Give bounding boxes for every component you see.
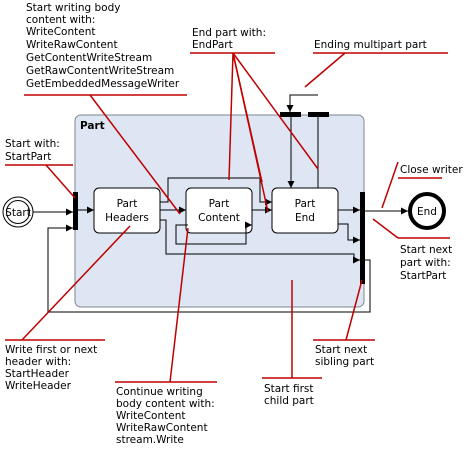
- part-content-label-1: Part: [209, 198, 230, 210]
- annotation-line: StartPart: [5, 151, 51, 163]
- annotation-line: WriteRawContent: [26, 39, 118, 51]
- annotation-line: child part: [264, 395, 314, 407]
- annotation-end-part-with: End part with: EndPart: [192, 27, 266, 51]
- part-end-box: Part End: [271, 187, 339, 234]
- part-end-label-1: Part: [295, 198, 316, 210]
- sync-bar-next-sibling: [360, 222, 365, 284]
- annotation-line: Start writing body: [26, 2, 120, 14]
- sync-bar-top-left: [280, 112, 301, 117]
- annotation-line: WriteHeader: [5, 380, 72, 392]
- flow-arrows: [33, 94, 408, 313]
- annotation-write-header: Write first or next header with: StartHe…: [5, 344, 97, 392]
- part-headers-box: Part Headers: [93, 187, 161, 234]
- end-node: End: [408, 192, 446, 230]
- annotation-line: Start with:: [5, 138, 60, 150]
- part-end-label-2: End: [295, 212, 315, 224]
- callout-lines: [5, 52, 450, 383]
- sync-bar-top-right: [308, 112, 329, 117]
- part-headers-label-2: Headers: [105, 212, 149, 224]
- annotation-start-next-part: Start next part with: StartPart: [400, 244, 452, 282]
- annotation-start-next-sibling: Start next sibling part: [315, 344, 374, 368]
- annotation-line: End part with:: [192, 27, 266, 39]
- annotation-start-with: Start with: StartPart: [5, 138, 60, 163]
- annotation-line: Write first or next: [5, 344, 97, 356]
- annotation-line: StartHeader: [5, 368, 70, 380]
- annotation-line: sibling part: [315, 356, 374, 368]
- annotation-line: Start first: [264, 383, 314, 395]
- annotation-line: GetContentWriteStream: [26, 52, 152, 64]
- annotation-line: Start next: [400, 244, 452, 256]
- annotation-line: stream.Write: [116, 434, 184, 446]
- end-node-label: End: [417, 206, 437, 218]
- annotation-line: WriteRawContent: [116, 422, 208, 434]
- annotation-line: GetRawContentWriteStream: [26, 65, 174, 77]
- start-node-label: Start: [5, 207, 31, 219]
- annotation-line: content with:: [26, 14, 95, 26]
- annotation-line: header with:: [5, 356, 71, 368]
- annotation-start-writing-body: Start writing body content with: WriteCo…: [26, 2, 180, 90]
- annotation-continue-writing: Continue writing body content with: Writ…: [116, 386, 215, 446]
- annotation-line: Start next: [315, 344, 367, 356]
- part-content-box: Part Content: [185, 187, 253, 234]
- annotation-line: WriteContent: [116, 410, 185, 422]
- annotation-line: GetEmbeddedMessageWriter: [26, 78, 180, 90]
- annotation-line: StartPart: [400, 270, 446, 282]
- start-node: Start: [2, 196, 34, 228]
- annotation-line: EndPart: [192, 39, 233, 51]
- sync-bar-entry: [73, 192, 78, 230]
- annotation-line: body content with:: [116, 398, 215, 410]
- annotation-line: Ending multipart part: [314, 39, 427, 51]
- annotation-line: WriteContent: [26, 26, 95, 38]
- part-headers-label-1: Part: [117, 198, 138, 210]
- annotation-line: Close writer: [400, 164, 463, 176]
- part-content-label-2: Content: [198, 212, 240, 224]
- annotation-start-first-child: Start first child part: [264, 383, 314, 407]
- annotation-close-writer: Close writer: [400, 164, 463, 176]
- part-container-title: Part: [80, 120, 105, 132]
- annotation-line: Continue writing: [116, 386, 203, 398]
- annotation-ending-multipart: Ending multipart part: [314, 39, 427, 51]
- sync-bar-exit: [360, 192, 365, 230]
- annotation-line: part with:: [400, 257, 451, 269]
